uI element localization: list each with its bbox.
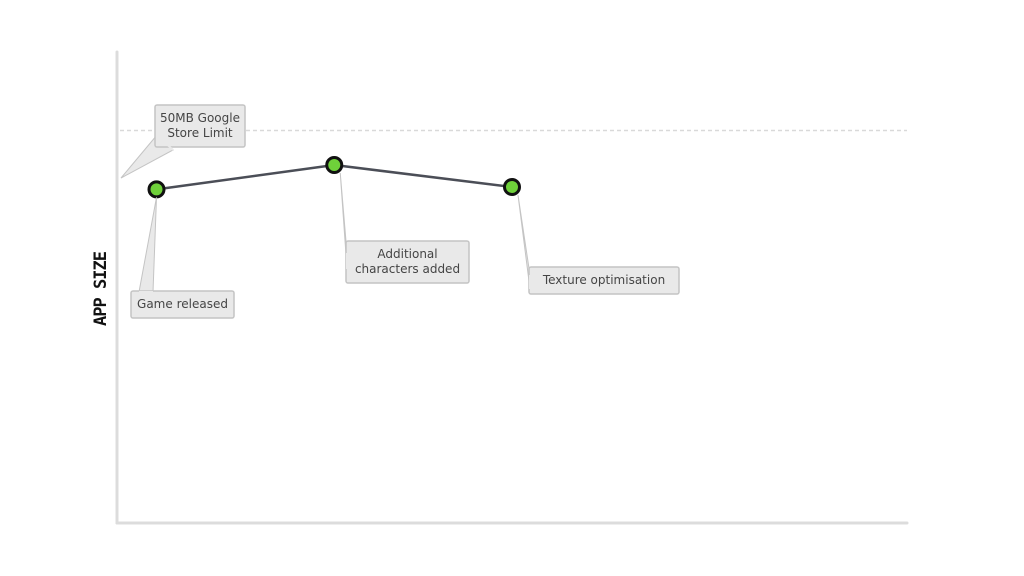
reference-callout-box xyxy=(154,104,246,148)
annotation-2-text-line-1: Additional xyxy=(377,247,437,261)
annotation-1-text-line-1: Game released xyxy=(137,297,228,311)
annotation-3-text-line-1: Texture optimisation xyxy=(542,273,665,287)
data-point-3 xyxy=(503,178,521,197)
reference-callout-text-line-2: Store Limit xyxy=(167,126,233,140)
data-points xyxy=(147,156,521,199)
annotation-1: Game released xyxy=(130,197,235,319)
annotation-2-text-line-2: characters added xyxy=(355,262,460,276)
data-point-2 xyxy=(325,156,344,175)
annotation-3: Texture optimisation xyxy=(517,194,680,295)
reference-callout-seam xyxy=(156,134,174,151)
data-point-1 xyxy=(147,180,166,199)
annotation-1-tail xyxy=(138,197,157,293)
y-axis-label: APP SIZE xyxy=(91,251,111,326)
reference-callout-text-line-1: 50MB Google xyxy=(160,111,240,125)
annotation-1-box xyxy=(130,290,235,319)
axes xyxy=(115,50,909,525)
annotation-3-tail xyxy=(517,194,531,290)
